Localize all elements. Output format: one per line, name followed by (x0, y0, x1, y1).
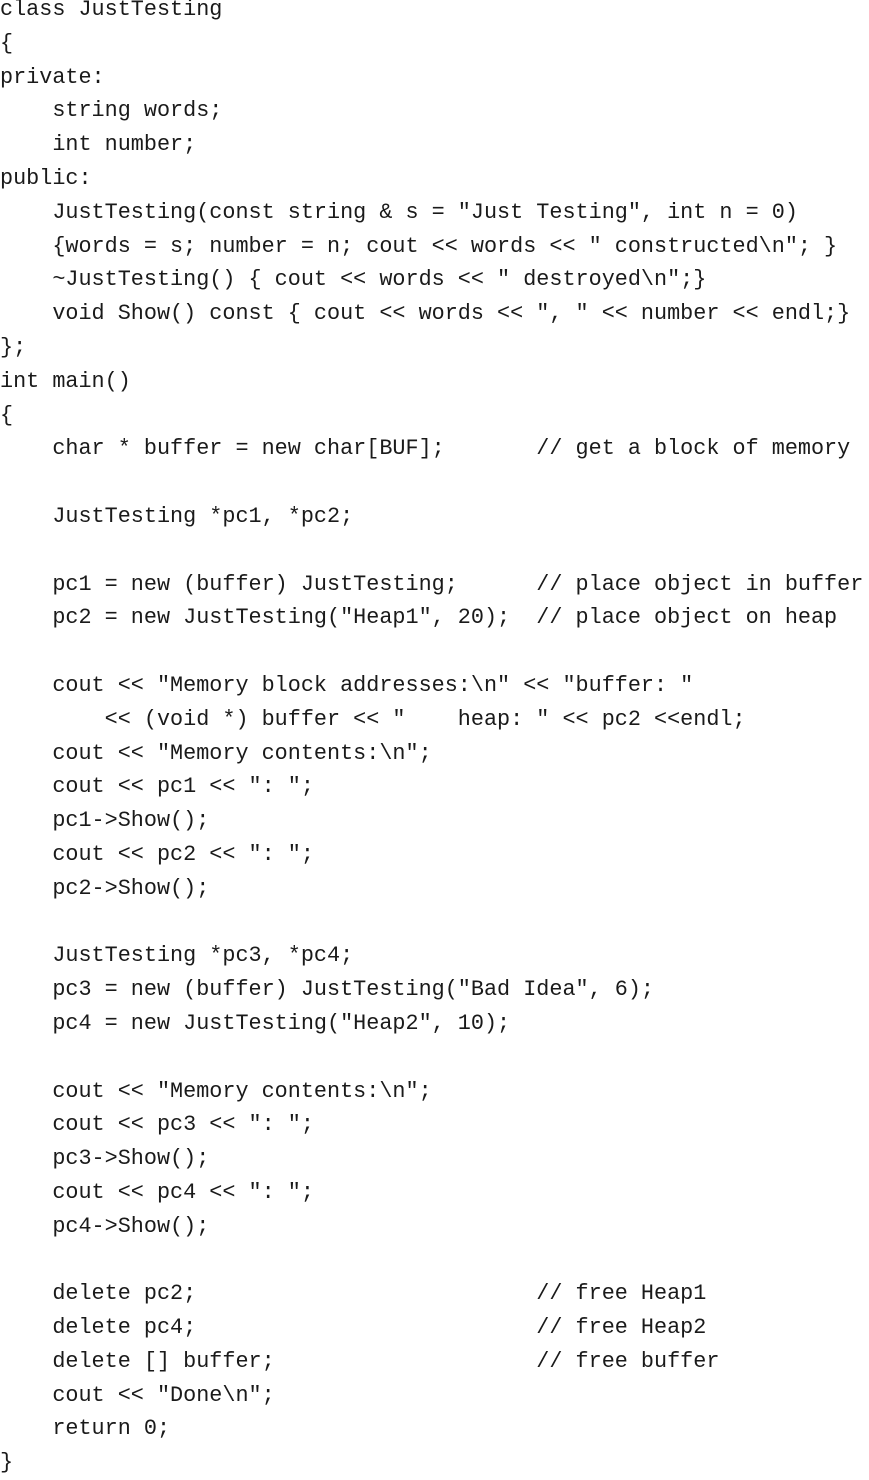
code-line: cout << pc3 << ": "; (0, 1112, 314, 1138)
code-line: { (0, 30, 14, 56)
code-line: delete [] buffer; // free buffer (0, 1348, 720, 1374)
code-line: delete pc4; // free Heap2 (0, 1315, 707, 1341)
code-line: }; (0, 334, 27, 360)
code-line (0, 635, 863, 669)
code-line: JustTesting(const string & s = "Just Tes… (0, 199, 798, 225)
code-line: << (void *) buffer << " heap: " << pc2 <… (0, 706, 746, 732)
code-line (0, 466, 863, 500)
code-line (0, 1041, 863, 1075)
code-line: pc1 = new (buffer) JustTesting; // place… (0, 571, 864, 597)
code-line: cout << "Memory block addresses:\n" << "… (0, 672, 694, 698)
code-line (0, 906, 863, 940)
code-line: return 0; (0, 1416, 171, 1442)
code-line (0, 534, 863, 568)
code-line: pc1->Show(); (0, 808, 210, 834)
code-line: cout << "Memory contents:\n"; (0, 1078, 432, 1104)
code-line: char * buffer = new char[BUF]; // get a … (0, 436, 851, 462)
code-line: class JustTesting (0, 0, 223, 22)
code-line: cout << pc4 << ": "; (0, 1179, 314, 1205)
code-line: pc4->Show(); (0, 1213, 210, 1239)
code-line: private: (0, 64, 105, 90)
code-line: pc4 = new JustTesting("Heap2", 10); (0, 1010, 511, 1036)
code-line: cout << "Memory contents:\n"; (0, 740, 432, 766)
code-line: public: (0, 165, 92, 191)
code-line: JustTesting *pc3, *pc4; (0, 943, 354, 969)
code-line: pc2->Show(); (0, 875, 210, 901)
code-line: pc3 = new (buffer) JustTesting("Bad Idea… (0, 977, 655, 1003)
code-line: { (0, 402, 14, 428)
code-line: ~JustTesting() { cout << words << " dest… (0, 267, 707, 293)
code-line (0, 1243, 863, 1277)
code-line: {words = s; number = n; cout << words <<… (0, 233, 838, 259)
code-line: void Show() const { cout << words << ", … (0, 301, 851, 327)
code-line: pc2 = new JustTesting("Heap1", 20); // p… (0, 605, 838, 631)
code-line: JustTesting *pc1, *pc2; (0, 503, 354, 529)
code-line: delete pc2; // free Heap1 (0, 1281, 707, 1307)
code-line: } (0, 1450, 14, 1476)
code-line: cout << "Done\n"; (0, 1382, 275, 1408)
code-line: cout << pc1 << ": "; (0, 774, 314, 800)
code-line: cout << pc2 << ": "; (0, 841, 314, 867)
code-line: string words; (0, 98, 223, 124)
code-line: int main() (0, 368, 131, 394)
code-line: pc3->Show(); (0, 1146, 210, 1172)
code-line: int number; (0, 132, 197, 158)
